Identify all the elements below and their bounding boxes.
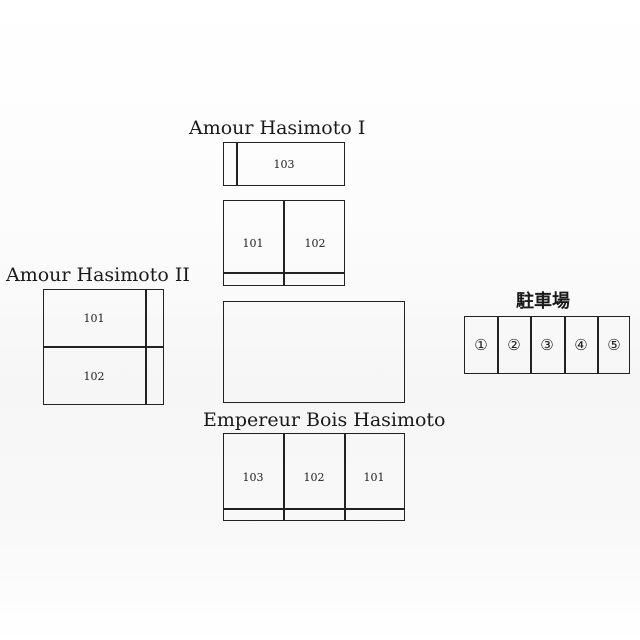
parking-space-4: ④ [574,336,588,354]
empereur-unit-101-label: 101 [363,471,385,484]
amour-1-unit-103-label: 103 [273,158,295,171]
parking-space-1: ① [474,336,488,354]
empereur-divider-2 [344,433,346,521]
parking-block [464,316,630,374]
amour-1-unit-103-divider [236,142,238,186]
empereur-unit-102-label: 102 [303,471,325,484]
amour-hasimoto-2-title: Amour Hasimoto II [6,264,190,286]
parking-title: 駐車場 [516,291,570,312]
amour-1-balcony-line [223,272,345,274]
amour-1-center-divider [283,200,285,286]
empereur-block [223,433,405,521]
amour-hasimoto-1-title: Amour Hasimoto I [189,117,366,139]
empereur-balcony-line [223,508,405,510]
empereur-unit-103-label: 103 [242,471,264,484]
parking-divider-4 [597,316,599,374]
parking-space-5: ⑤ [607,336,621,354]
amour-1-unit-101-label: 101 [242,237,264,250]
parking-divider-2 [530,316,532,374]
parking-space-2: ② [507,336,521,354]
amour-2-unit-102-label: 102 [83,370,105,383]
amour-1-unit-102-label: 102 [304,237,326,250]
amour-2-unit-101-label: 101 [83,312,105,325]
amour-1-unit-103 [223,142,345,186]
empereur-divider-1 [283,433,285,521]
empereur-bois-hasimoto-title: Empereur Bois Hasimoto [203,409,446,431]
parking-divider-1 [497,316,499,374]
parking-space-3: ③ [540,336,554,354]
central-block [223,301,405,403]
amour-2-center-divider [43,346,164,348]
parking-divider-3 [564,316,566,374]
